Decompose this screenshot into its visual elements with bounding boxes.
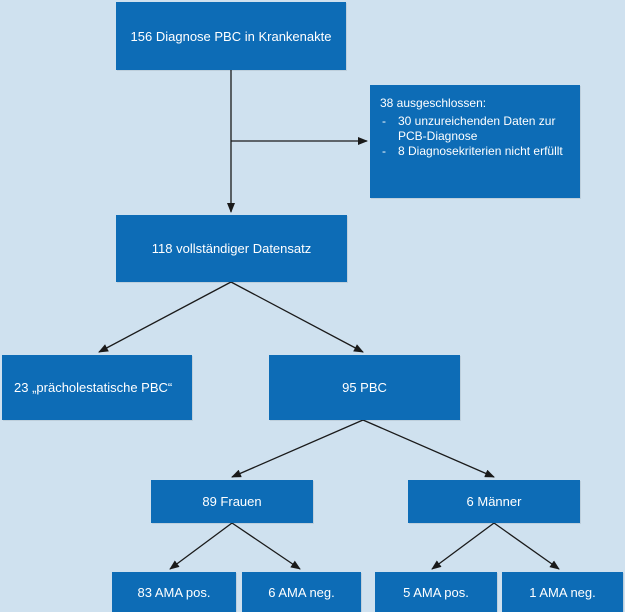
edge-women-to-ama-neg	[231, 522, 301, 570]
node-men-ama-neg: 1 AMA neg.	[502, 572, 623, 612]
node-women: 89 Frauen	[151, 480, 313, 523]
excluded-item: 30 unzureichenden Daten zur PCB-Diagnose	[380, 114, 570, 144]
node-men: 6 Männer	[408, 480, 580, 523]
edge-pbc-to-women	[231, 419, 364, 478]
node-men-ama-pos: 5 AMA pos.	[375, 572, 497, 612]
node-pbc: 95 PBC	[269, 355, 460, 420]
edge-complete-to-pbc	[230, 281, 364, 353]
node-excluded: 38 ausgeschlossen: 30 unzureichenden Dat…	[370, 85, 580, 198]
node-complete: 118 vollständiger Datensatz	[116, 215, 347, 282]
edge-men-to-ama-pos	[431, 522, 495, 570]
edge-pbc-to-men	[362, 419, 495, 478]
edge-men-to-ama-neg	[493, 522, 560, 570]
node-women-ama-pos: 83 AMA pos.	[112, 572, 236, 612]
node-total: 156 Diagnose PBC in Krankenakte	[116, 2, 346, 70]
edge-women-to-ama-pos	[169, 522, 233, 570]
node-precholestatic: 23 „prächolestatische PBC“	[2, 355, 192, 420]
excluded-item: 8 Diagnosekriterien nicht erfüllt	[380, 144, 570, 159]
node-women-ama-neg: 6 AMA neg.	[242, 572, 361, 612]
edge-complete-to-precholestatic	[98, 281, 232, 353]
excluded-title: 38 ausgeschlossen:	[380, 96, 487, 110]
excluded-list: 30 unzureichenden Daten zur PCB-Diagnose…	[380, 114, 570, 159]
